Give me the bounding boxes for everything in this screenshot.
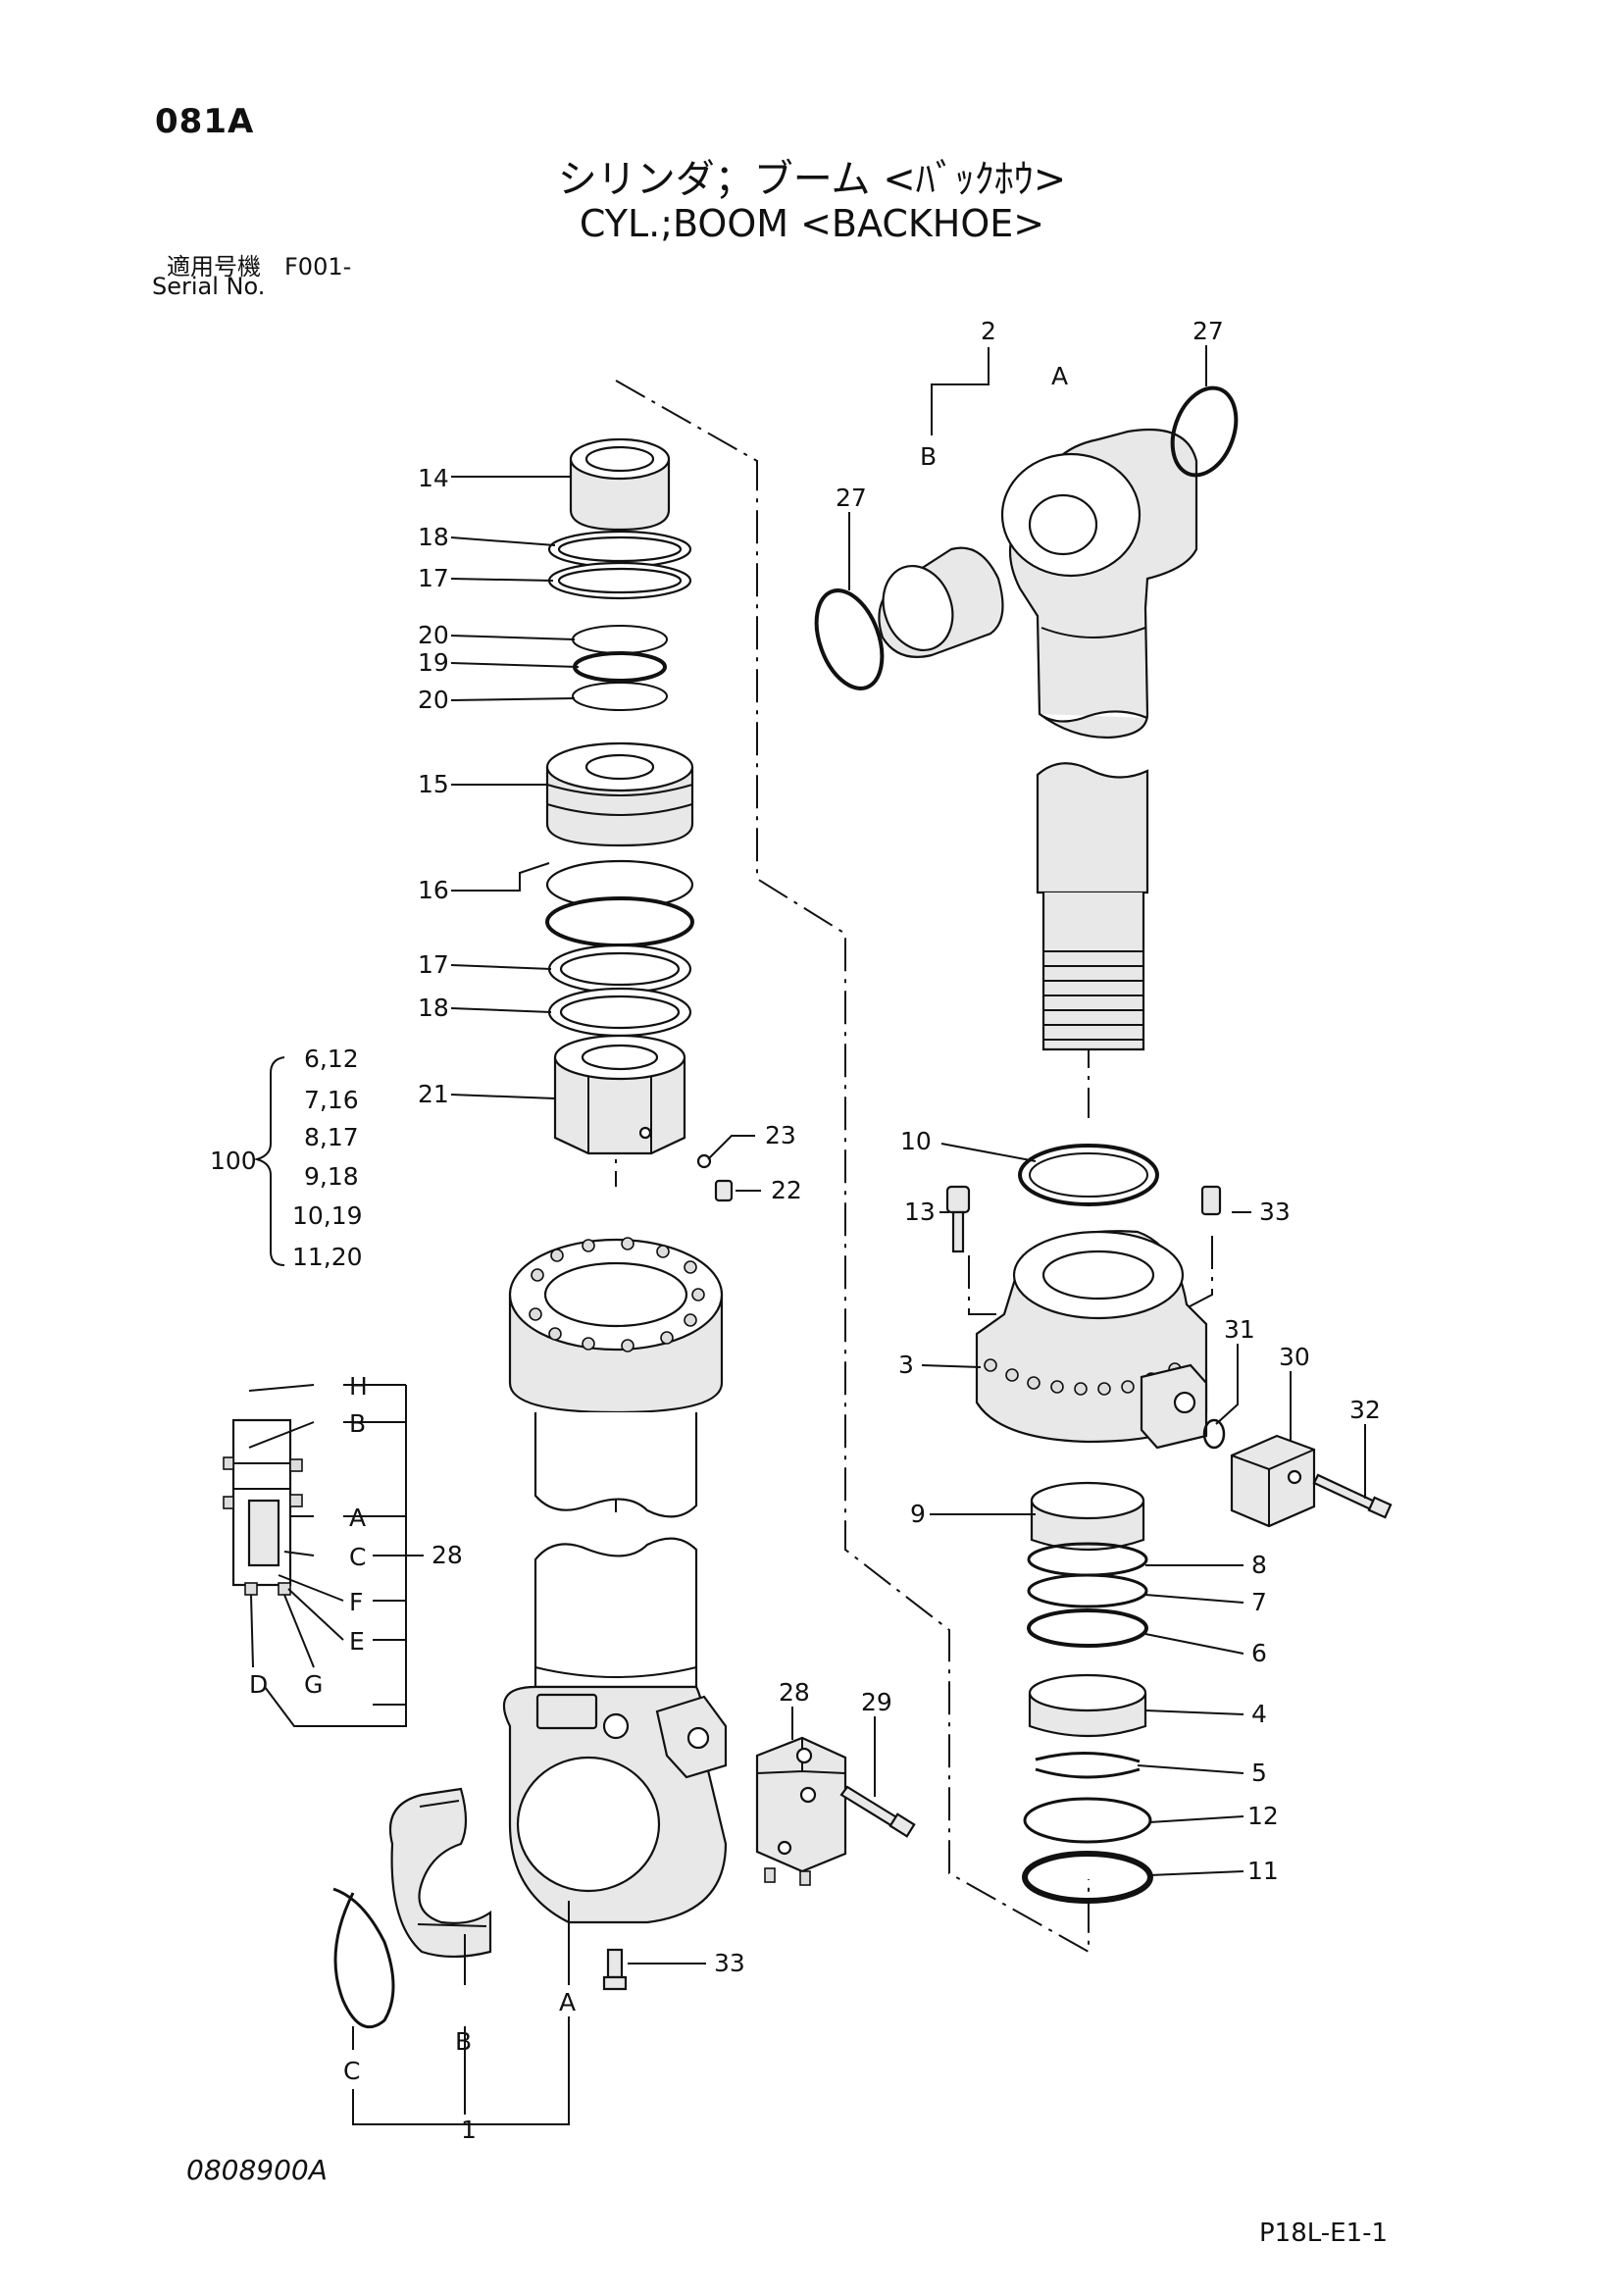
callout-17-lower: 17	[418, 950, 449, 979]
kit-item: 10,19	[292, 1201, 363, 1230]
kit-number: 100	[210, 1147, 257, 1175]
part-15-piston	[545, 741, 694, 847]
part-1-bushing	[388, 1787, 492, 1959]
callout-16: 16	[418, 876, 449, 904]
letter-a-rod: A	[1051, 362, 1068, 390]
letter-a-tube: A	[559, 1988, 576, 2016]
callout-18-lower: 18	[418, 994, 449, 1022]
kit-item: 7,16	[304, 1086, 359, 1114]
callout-3: 3	[898, 1351, 914, 1379]
page-number: 081A	[155, 102, 255, 141]
part-28-valve	[755, 1736, 847, 1886]
callout-28-inset: 28	[431, 1541, 463, 1569]
part-32-bolt	[1312, 1473, 1393, 1519]
sheet-reference: P18L-E1-1	[1259, 2219, 1389, 2248]
callout-19: 19	[418, 648, 449, 677]
part-27-seals	[814, 385, 1239, 690]
kit-bracket	[253, 1056, 285, 1266]
callout-10: 10	[900, 1127, 932, 1155]
callout-21: 21	[418, 1080, 449, 1108]
part-16-wear-rings	[545, 859, 694, 947]
parts-19-20-rings	[572, 625, 668, 711]
part-1-snap-ring	[332, 1887, 395, 2029]
letter-b-inset: B	[349, 1409, 366, 1438]
kit-item: 11,20	[292, 1243, 363, 1271]
part-30-block	[1230, 1434, 1316, 1528]
part-31-o-ring	[1202, 1418, 1226, 1450]
callout-1: 1	[461, 2116, 477, 2144]
callout-8: 8	[1251, 1551, 1267, 1579]
letter-d: D	[249, 1670, 268, 1699]
letter-h: H	[349, 1372, 368, 1401]
callout-27-left: 27	[836, 484, 867, 512]
callout-11: 11	[1247, 1857, 1279, 1885]
parts-17-18-lower-seals	[547, 944, 692, 1038]
kit-item: 8,17	[304, 1123, 359, 1151]
page-title-japanese: シリンダ；ブーム <ﾊﾞｯｸﾎｳ>	[557, 157, 1067, 202]
serial-applicability: 適用号機 F001-	[167, 253, 352, 281]
letter-e: E	[349, 1627, 365, 1656]
callout-32: 32	[1349, 1396, 1381, 1424]
letter-labels: A B H B A C F E D G A B C	[249, 362, 1068, 2085]
callout-labels: 14 18 17 20 19 20 15 16 17 18 21 23 22 2…	[418, 317, 1381, 2144]
letter-c-inset: C	[349, 1543, 366, 1571]
page-title-english: CYL.;BOOM <BACKHOE>	[579, 202, 1045, 245]
letter-a-inset: A	[349, 1504, 366, 1532]
seal-kit-list: 100 6,12 7,16 8,17 9,18 10,19 11,20	[210, 1045, 363, 1271]
callout-2: 2	[981, 317, 996, 345]
letter-f: F	[349, 1588, 363, 1616]
rod-cover-seals	[1022, 1481, 1153, 1904]
callout-5: 5	[1251, 1759, 1267, 1787]
callout-15: 15	[418, 770, 449, 798]
part-21-nut	[553, 1034, 686, 1155]
part-33-grease-fitting-right	[1200, 1185, 1222, 1216]
callout-33-left: 33	[714, 1949, 745, 1977]
part-2-piston-rod	[1000, 428, 1198, 1051]
drawing-number: 0808900A	[186, 2154, 328, 2186]
leader-lines	[352, 345, 1366, 2125]
letter-b-rod: B	[920, 442, 937, 471]
callout-9: 9	[910, 1500, 926, 1528]
callout-6: 6	[1251, 1639, 1267, 1667]
part-3-rod-cover	[975, 1230, 1208, 1450]
part-18-backup-ring-upper	[547, 530, 692, 569]
callout-23: 23	[765, 1121, 796, 1149]
callout-14: 14	[418, 464, 449, 492]
part-33-grease-fitting-left	[602, 1948, 628, 1991]
callout-31: 31	[1224, 1315, 1255, 1344]
parts-22-23-plug	[696, 1153, 734, 1202]
kit-item: 9,18	[304, 1162, 359, 1191]
serial-label: Serial No.	[152, 273, 266, 300]
part-13-bolt	[945, 1185, 971, 1253]
callout-20-lower: 20	[418, 686, 449, 714]
callout-18-upper: 18	[418, 523, 449, 551]
callout-7: 7	[1251, 1588, 1267, 1616]
callout-20-upper: 20	[418, 621, 449, 649]
callout-27-right: 27	[1193, 317, 1224, 345]
callout-28-part: 28	[779, 1678, 810, 1707]
part-10-ring	[1018, 1144, 1159, 1206]
callout-33-right: 33	[1259, 1198, 1291, 1226]
letter-b-tube: B	[455, 2027, 472, 2056]
part-2-bushing-b	[878, 546, 1004, 658]
callout-13: 13	[904, 1198, 936, 1226]
part-1-cylinder-tube	[502, 1237, 728, 1924]
kit-item: 6,12	[304, 1045, 359, 1073]
callout-17-upper: 17	[418, 564, 449, 592]
letter-g: G	[304, 1670, 323, 1699]
callout-29: 29	[861, 1688, 892, 1716]
part-29-bolt	[839, 1785, 916, 1838]
callout-30: 30	[1279, 1343, 1310, 1371]
part-14-dust-seal	[569, 437, 671, 532]
callout-22: 22	[771, 1176, 802, 1204]
part-17-seal-upper	[547, 561, 692, 600]
callout-12: 12	[1247, 1802, 1279, 1830]
letter-c-tube: C	[343, 2057, 360, 2085]
callout-4: 4	[1251, 1700, 1267, 1728]
inset-valve-section	[223, 1384, 424, 1727]
